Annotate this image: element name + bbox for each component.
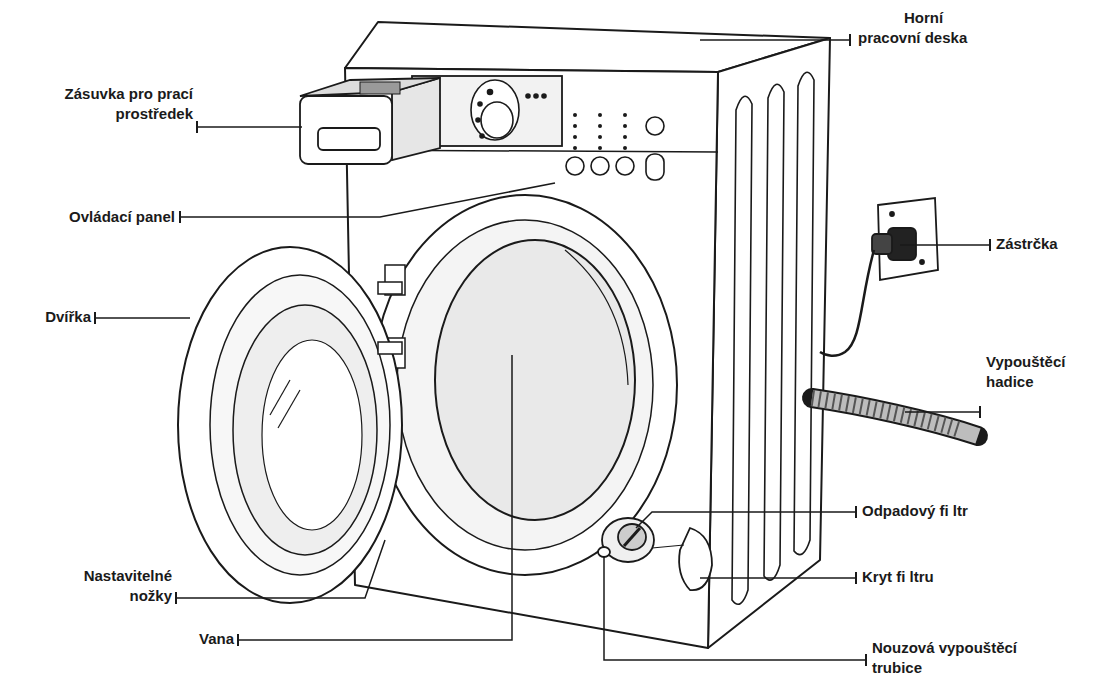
drawer-compartment: [360, 82, 400, 94]
plug: [820, 198, 938, 356]
indicator: [534, 94, 538, 98]
part-label: Zástrčka: [996, 234, 1096, 254]
part-label: Kryt fi ltru: [862, 567, 1092, 587]
leader-tick: [989, 239, 991, 251]
part-label: Nouzová vypouštěcí trubice: [872, 638, 1042, 679]
drawer-front: [300, 96, 392, 164]
button: [646, 117, 664, 135]
hose-body: [812, 398, 978, 436]
leader-line: [176, 540, 385, 598]
indicator: [478, 102, 482, 106]
part-label: Vana: [170, 629, 234, 649]
power-cord: [820, 250, 874, 356]
part-label: Zásuvka pro prací prostředek: [5, 84, 193, 125]
indicator-dots: [573, 113, 627, 150]
leader-line: [700, 39, 850, 41]
drawer-handle: [318, 128, 380, 150]
filter-housing: [602, 518, 654, 562]
gasket: [397, 220, 653, 550]
drum: [373, 195, 677, 575]
filter-grip: [624, 528, 640, 546]
leader-tick: [855, 572, 857, 584]
door-ring: [178, 247, 402, 603]
leader-line: [900, 244, 990, 246]
screw: [890, 212, 894, 216]
leader-tick: [179, 211, 181, 223]
part-label: Vypouštěcí hadice: [986, 352, 1091, 393]
leader-tick: [855, 506, 857, 518]
drain-hose: [812, 398, 978, 436]
leader-line: [604, 557, 866, 660]
hose-outline: [812, 398, 978, 436]
leader-line: [180, 183, 555, 217]
side-panel: [708, 38, 830, 648]
part-label: Nastavitelné nožky: [62, 566, 172, 607]
door-glass: [233, 305, 377, 555]
indicator: [480, 134, 484, 138]
indicator: [488, 90, 493, 95]
filter-knob: [618, 524, 646, 550]
glass-glint: [270, 380, 290, 415]
detergent-drawer: [300, 76, 562, 164]
part-label: Horní pracovní deska: [858, 8, 998, 49]
side-slots: [732, 72, 814, 604]
leader-tick: [865, 654, 867, 666]
drum-interior: [435, 240, 635, 520]
dial: [481, 102, 513, 138]
side-slot: [794, 72, 814, 554]
part-label: Odpadový fi ltr: [862, 501, 1092, 521]
emergency-tube: [598, 547, 610, 557]
front-panel: [345, 68, 718, 648]
dial-ring: [471, 80, 519, 140]
leader-tick: [979, 406, 981, 418]
leader-line: [197, 126, 302, 128]
part-label: Dvířka: [5, 307, 91, 327]
cover-hinge: [652, 545, 684, 548]
hose-ribs: [812, 398, 960, 430]
leader-lines: [95, 34, 990, 666]
leader-line: [700, 577, 856, 579]
door-glass-inner: [262, 340, 362, 530]
button: [566, 157, 584, 175]
door-hinge: [378, 342, 402, 354]
button: [646, 154, 664, 180]
leader-tick: [94, 312, 96, 324]
indicator: [542, 94, 546, 98]
leader-tick: [237, 634, 239, 646]
filter-cover: [679, 528, 712, 590]
leader-tick: [849, 34, 851, 46]
glass-glint: [278, 390, 300, 428]
drawer-top: [300, 78, 440, 96]
door-frame: [210, 275, 390, 575]
leader-tick: [175, 592, 177, 604]
leader-line: [238, 355, 512, 640]
leader-tick: [196, 121, 198, 133]
control-panel: [471, 80, 664, 180]
machine-body: [345, 22, 830, 648]
filter: [598, 518, 712, 590]
side-slot: [764, 84, 784, 580]
leader-line: [636, 512, 856, 528]
door-opening: [373, 195, 677, 575]
button: [616, 157, 634, 175]
screw: [920, 260, 924, 264]
side-slot: [732, 96, 752, 604]
indicator: [476, 118, 480, 122]
drum-shade: [565, 250, 628, 385]
leader-line: [95, 317, 190, 319]
door: [178, 247, 402, 603]
indicator: [526, 94, 530, 98]
leader-line: [905, 411, 980, 413]
part-label: Ovládací panel: [5, 207, 175, 227]
door-hinge: [378, 282, 402, 294]
button: [591, 157, 609, 175]
